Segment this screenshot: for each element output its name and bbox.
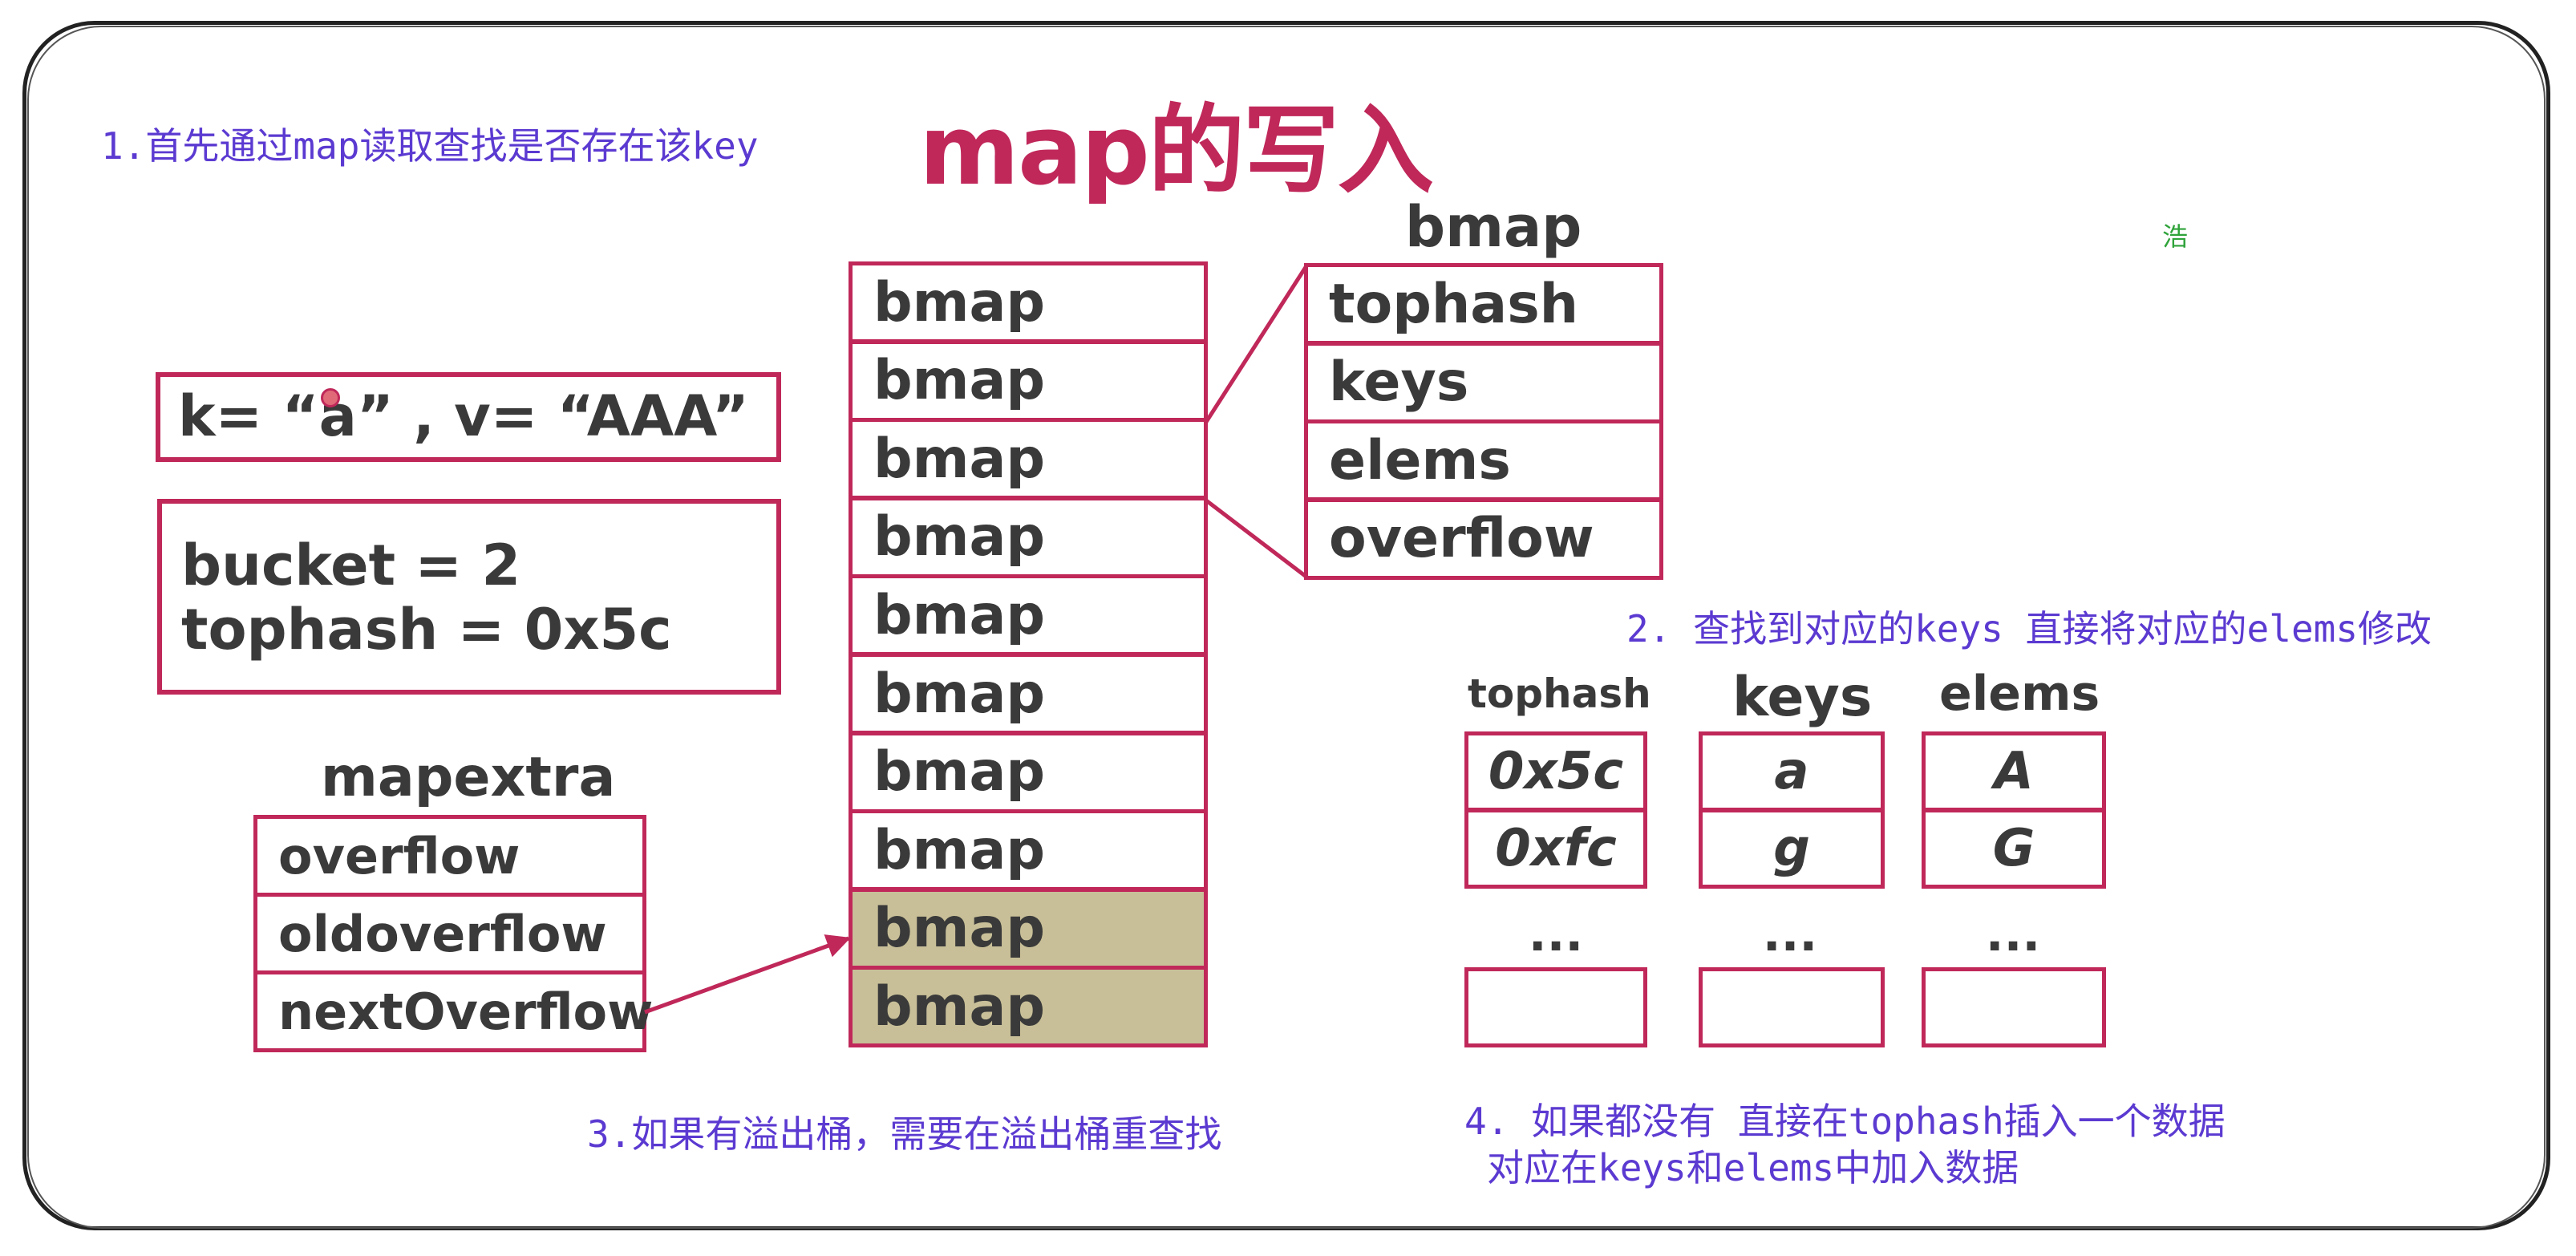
bucket-3: bmap	[849, 496, 1208, 578]
mapextra-field-oldoverflow: oldoverflow	[253, 893, 646, 974]
bucket-line: bucket = 2	[181, 533, 521, 598]
tophash-empty-slot	[1464, 967, 1647, 1047]
bucket-8: bmap	[849, 887, 1208, 970]
table-header-keys: keys	[1732, 666, 1873, 729]
tophash-more-dots: ...	[1528, 906, 1584, 962]
note-step-4-line-1: 4. 如果都没有 直接在tophash插入一个数据	[1464, 1100, 2226, 1143]
bucket-box	[157, 499, 781, 695]
cursor-pointer-icon	[321, 388, 340, 407]
tophash-cell-1: 0xfc	[1464, 808, 1647, 889]
elems-empty-slot	[1922, 967, 2106, 1047]
note-step-3: 3.如果有溢出桶，需要在溢出桶重查找	[587, 1112, 1222, 1156]
page-title: map的写入	[919, 95, 1434, 207]
kv-text: k= “a” , v= “AAA”	[178, 383, 749, 449]
tophash-line: tophash = 0x5c	[181, 597, 672, 662]
mapextra-field-overflow: overflow	[253, 815, 646, 897]
elems-more-dots: ...	[1985, 906, 2041, 962]
note-step-2: 2. 查找到对应的keys 直接将对应的elems修改	[1626, 607, 2432, 650]
next-overflow-arrow	[644, 934, 851, 1015]
bmap-field-overflow: overflow	[1304, 497, 1663, 580]
bucket-4: bmap	[849, 574, 1208, 657]
bmap-expand-bottom-line	[1205, 499, 1309, 579]
bmap-field-tophash: tophash	[1304, 263, 1663, 345]
keys-empty-slot	[1699, 967, 1885, 1047]
table-header-tophash: tophash	[1468, 671, 1651, 717]
elems-cell-1: G	[1922, 808, 2106, 889]
keys-more-dots: ...	[1762, 906, 1818, 962]
bucket-9: bmap	[849, 966, 1208, 1048]
bmap-expand-top-line	[1204, 263, 1310, 423]
watermark-glyph: 浩	[2162, 221, 2189, 252]
bmap-field-keys: keys	[1304, 341, 1663, 423]
outer-frame-inner	[27, 26, 2546, 1229]
bucket-0: bmap	[849, 261, 1208, 343]
kv-box	[156, 372, 781, 462]
mapextra-title: mapextra	[321, 746, 616, 809]
keys-cell-0: a	[1699, 731, 1885, 812]
note-step-4-line-2: 对应在keys和elems中加入数据	[1487, 1146, 2019, 1189]
bmap-struct-title: bmap	[1405, 194, 1582, 260]
note-step-1: 1.首先通过map读取查找是否存在该key	[101, 124, 759, 168]
table-header-elems: elems	[1939, 666, 2100, 722]
mapextra-field-nextOverflow: nextOverflow	[253, 970, 653, 1052]
keys-cell-1: g	[1699, 808, 1885, 889]
